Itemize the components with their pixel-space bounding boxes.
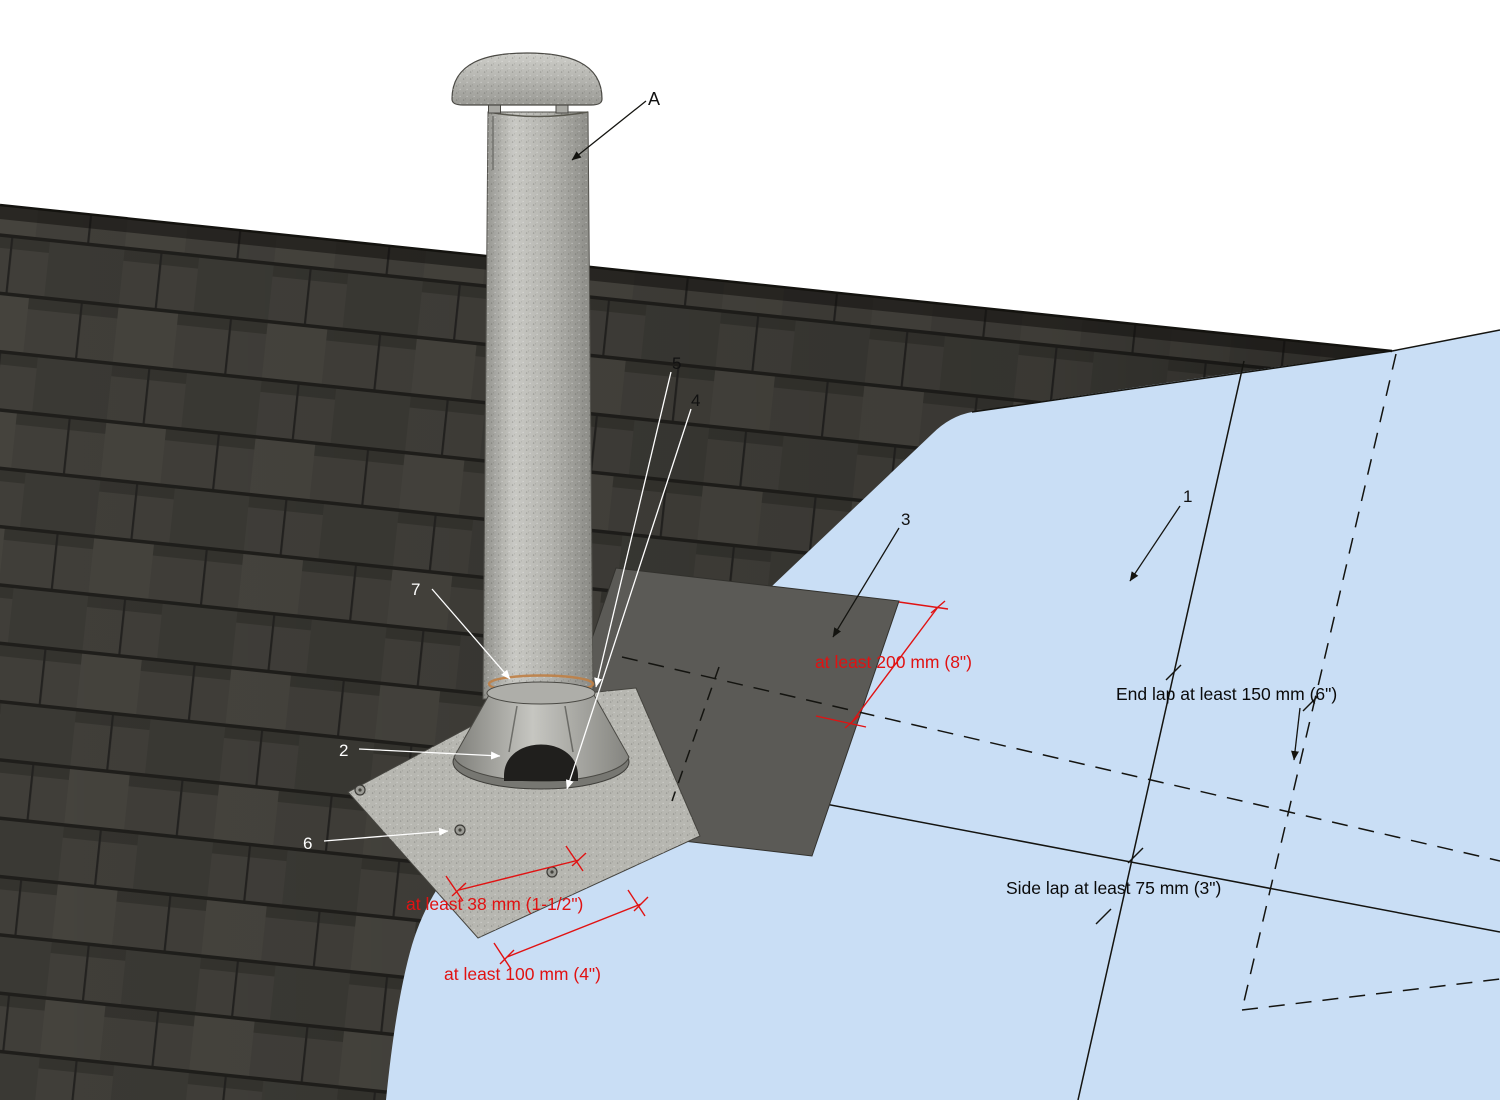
screw <box>454 824 466 836</box>
extension-line <box>898 601 949 610</box>
callout-6: 6 <box>303 834 312 853</box>
extension-line <box>493 942 512 970</box>
extension-line <box>627 889 646 917</box>
measure-tick <box>1095 908 1112 925</box>
extension-line <box>565 845 584 872</box>
dimension-tick <box>930 600 946 614</box>
pipe-top-rim <box>487 111 589 118</box>
callout-3: 3 <box>901 510 910 529</box>
extension-line <box>815 715 867 728</box>
leader-line-1 <box>1129 505 1181 582</box>
callout-1: 1 <box>1183 487 1192 506</box>
flashing-cone-group <box>452 674 630 790</box>
note-end-lap: End lap at least 150 mm (6") <box>1116 684 1337 704</box>
callout-2: 2 <box>339 741 348 760</box>
end-lap-arrow <box>1291 707 1301 761</box>
side-lap-edge-line <box>761 791 1500 933</box>
vent-pipe-texture <box>483 112 593 699</box>
hidden-cut-edge-line <box>671 666 720 802</box>
callout-7: 7 <box>411 580 420 599</box>
dimension-tick <box>633 896 649 912</box>
screw <box>354 784 366 796</box>
dimension-38mm: at least 38 mm (1-1/2") <box>406 845 587 914</box>
cone-score-line <box>508 705 518 753</box>
dimension-text-100mm: at least 100 mm (4") <box>444 964 601 984</box>
end-lap-hidden-edge-line <box>1241 353 1397 1011</box>
leader-line-2 <box>358 748 501 760</box>
callout-5: 5 <box>672 354 681 373</box>
dimension-200mm: at least 200 mm (8") <box>815 600 972 729</box>
dimension-tick <box>451 882 467 897</box>
side-lap-hidden-edge-line <box>621 656 1500 862</box>
leader-line-a <box>571 100 647 161</box>
flashing-cone-opening <box>504 744 578 781</box>
dimension-tick <box>571 852 587 867</box>
leader-line-3 <box>832 527 900 638</box>
lower-sheet-hidden-edge-line <box>1241 978 1500 1011</box>
dimension-line <box>458 859 580 891</box>
leader-line-6 <box>323 827 449 842</box>
leader-line-7 <box>431 588 511 680</box>
flashing-cone <box>453 694 630 782</box>
underlayment-membrane <box>386 330 1500 1100</box>
roof-ridge-line <box>0 203 1393 353</box>
callout-4: 4 <box>691 391 700 410</box>
measure-tick <box>1302 695 1319 712</box>
measure-tick <box>1165 664 1182 681</box>
vent-pipe-assembly <box>451 52 603 700</box>
ridge-cap-shadow <box>0 205 1392 364</box>
note-side-lap: Side lap at least 75 mm (3") <box>1006 878 1221 898</box>
dimension-tick <box>844 715 860 729</box>
screw <box>546 866 558 878</box>
dimension-line <box>851 606 939 723</box>
dimension-text-200mm: at least 200 mm (8") <box>815 652 972 672</box>
leader-line-4 <box>565 408 692 790</box>
measure-tick <box>1127 847 1144 864</box>
vent-cap-texture <box>452 53 602 105</box>
dimension-line <box>506 903 642 958</box>
storm-collar <box>486 681 596 705</box>
callout-a: A <box>648 89 660 109</box>
underlayment-sheet-edge-line <box>1077 360 1245 1100</box>
dimension-100mm: at least 100 mm (4") <box>444 889 649 984</box>
cone-score-line <box>564 705 574 753</box>
leader-line-5 <box>594 371 672 688</box>
dimension-text-38mm: at least 38 mm (1-1/2") <box>406 894 583 914</box>
extension-line <box>445 875 464 902</box>
dimension-tick <box>499 949 515 965</box>
